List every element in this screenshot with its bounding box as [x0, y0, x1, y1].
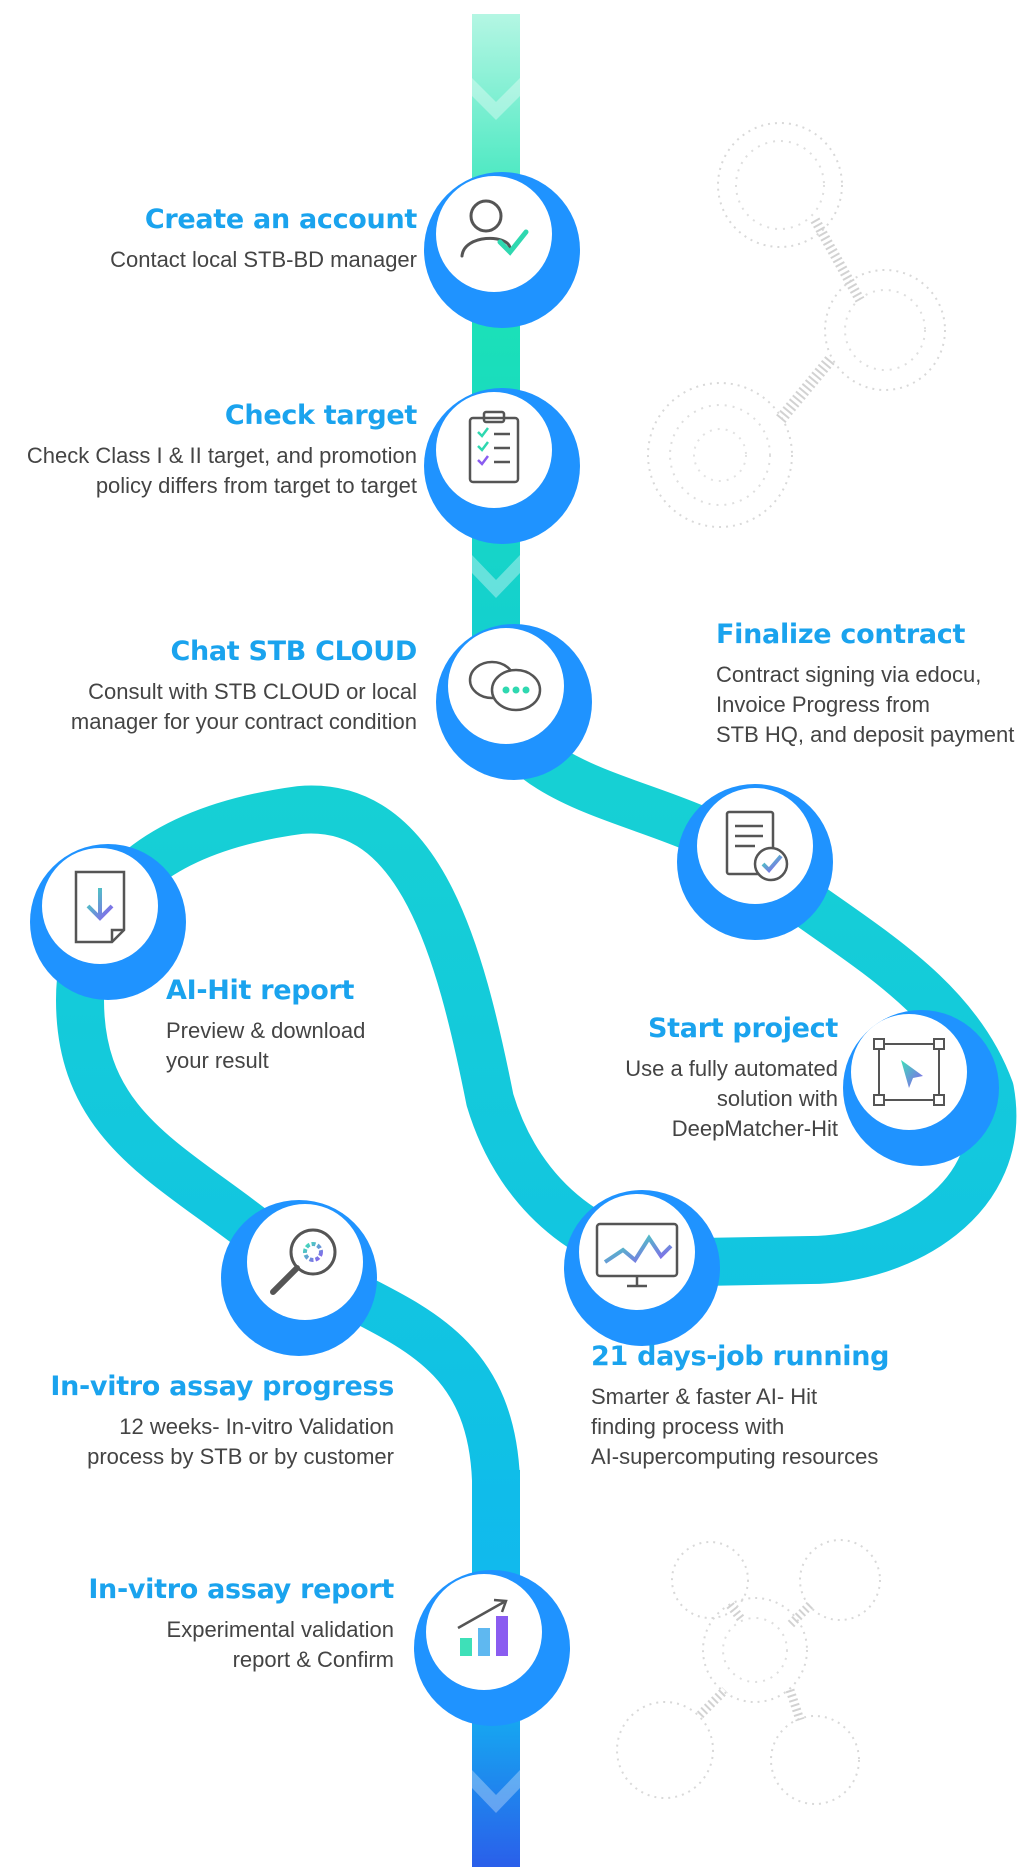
- step-desc-line: your result: [166, 1048, 269, 1073]
- step-desc-line: report & Confirm: [232, 1647, 394, 1672]
- step-title: In-vitro assay report: [88, 1574, 394, 1605]
- step-desc-line: manager for your contract condition: [70, 709, 417, 734]
- step-desc-line: Use a fully automated: [625, 1056, 838, 1081]
- step-title: 21 days-job running: [591, 1341, 890, 1372]
- node-create-account: [424, 172, 580, 328]
- step-invitro-progress: In-vitro assay progress 12 weeks- In-vit…: [50, 1371, 394, 1472]
- step-desc-line: Invoice Progress from: [716, 692, 930, 717]
- step-desc-line: Smarter & faster AI- Hit: [591, 1384, 818, 1409]
- molecule-bottom-illustration: [616, 1539, 881, 1805]
- step-desc-line: Check Class I & II target, and promotion: [26, 443, 417, 468]
- step-desc-line: finding process with: [591, 1414, 785, 1439]
- molecule-top-illustration: [647, 122, 946, 528]
- step-start-project: Start project Use a fully automated solu…: [625, 1013, 838, 1144]
- path-curve-loop: [56, 692, 1017, 1482]
- step-create-account: Create an account Contact local STB-BD m…: [110, 204, 417, 275]
- cursor-select-icon: [873, 1038, 945, 1106]
- step-check-target: Check target Check Class I & II target, …: [27, 400, 417, 501]
- step-ai-hit-report: AI-Hit report Preview & download your re…: [166, 975, 365, 1076]
- document-check-icon: [725, 810, 789, 882]
- monitor-chart-icon: [595, 1222, 679, 1288]
- step-desc-line: 12 weeks- In-vitro Validation: [119, 1414, 394, 1439]
- step-desc-line: Contract signing via edocu,: [716, 662, 982, 687]
- step-title: Check target: [224, 400, 417, 431]
- node-finalize-contract: [677, 784, 833, 940]
- node-invitro-report: [414, 1570, 570, 1726]
- step-desc-line: Experimental validation: [166, 1617, 394, 1642]
- step-title: Create an account: [144, 204, 417, 235]
- node-ai-hit-report: [30, 844, 186, 1000]
- step-invitro-report: In-vitro assay report Experimental valid…: [88, 1574, 394, 1675]
- step-desc-line: process by STB or by customer: [87, 1444, 394, 1469]
- magnifier-gear-icon: [270, 1228, 337, 1295]
- path-chevron: [472, 78, 520, 120]
- step-title: Finalize contract: [716, 619, 966, 650]
- step-desc-line: Consult with STB CLOUD or local: [88, 679, 417, 704]
- node-job-running: [564, 1190, 720, 1346]
- step-desc-line: solution with: [716, 1086, 838, 1111]
- path-chevron: [472, 555, 520, 598]
- step-desc-line: DeepMatcher-Hit: [671, 1116, 838, 1141]
- step-title: AI-Hit report: [166, 975, 355, 1006]
- step-desc-line: policy differs from target to target: [95, 473, 417, 498]
- bar-chart-up-icon: [457, 1598, 508, 1656]
- user-check-icon: [460, 199, 529, 258]
- step-title: In-vitro assay progress: [50, 1371, 394, 1402]
- file-download-icon: [74, 870, 126, 944]
- step-title: Chat STB CLOUD: [170, 636, 417, 667]
- chat-bubbles-icon: [468, 660, 542, 712]
- node-chat-stb-cloud: [436, 624, 592, 780]
- step-chat-stb-cloud: Chat STB CLOUD Consult with STB CLOUD or…: [71, 636, 417, 737]
- node-invitro-progress: [221, 1200, 377, 1356]
- step-job-running: 21 days-job running Smarter & faster AI-…: [591, 1341, 889, 1472]
- clipboard-checklist-icon: [468, 410, 520, 484]
- path-chevron: [472, 1770, 520, 1813]
- step-title: Start project: [648, 1013, 838, 1044]
- step-desc-line: AI-supercomputing resources: [591, 1444, 879, 1469]
- node-check-target: [424, 388, 580, 544]
- step-desc-line: Preview & download: [166, 1018, 366, 1043]
- step-finalize-contract: Finalize contract Contract signing via e…: [716, 619, 1014, 750]
- step-desc-line: STB HQ, and deposit payment: [716, 722, 1015, 747]
- node-start-project: [843, 1010, 999, 1166]
- step-desc-line: Contact local STB-BD manager: [110, 247, 417, 272]
